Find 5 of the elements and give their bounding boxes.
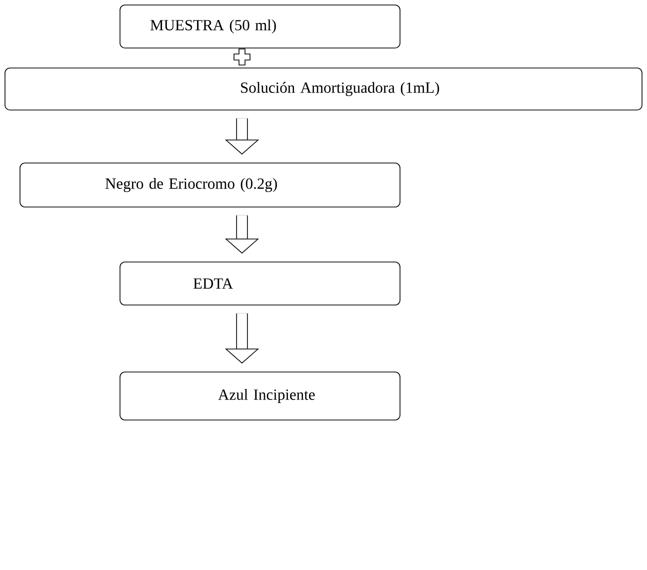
process-box: EDTA	[120, 262, 400, 306]
process-box: MUESTRA (50 ml)	[120, 4, 400, 48]
process-box: Negro de Eriocromo (0.2g)	[20, 162, 400, 208]
process-box: Azul Incipiente	[120, 372, 400, 420]
process-box: Solución Amortiguadora (1mL)	[4, 68, 642, 110]
